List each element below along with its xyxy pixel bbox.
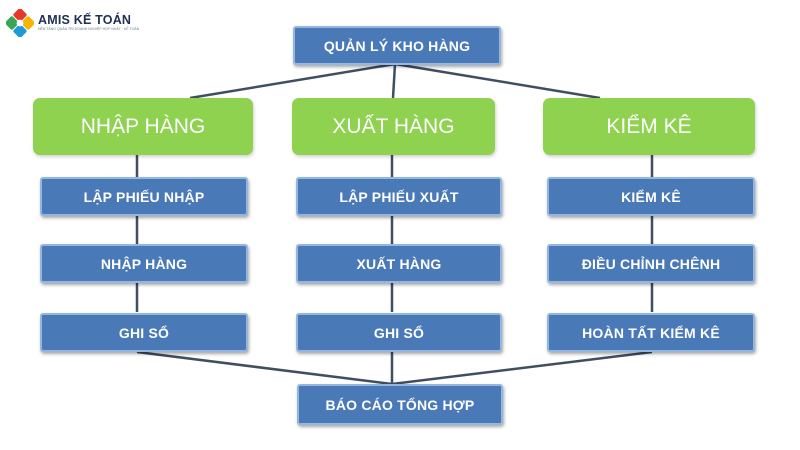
root-box: QUẢN LÝ KHO HÀNG [293,26,501,65]
connector-root-kiem [394,62,601,100]
step-label: LẬP PHIẾU XUẤT [339,188,459,205]
category-xuat-hang: XUẤT HÀNG [292,98,495,155]
step-label: ĐIỀU CHỈNH CHÊNH [581,255,721,272]
step-ghi-so-xuat: GHI SỔ [296,313,502,352]
amis-logo-icon [6,9,34,37]
connector-hoantat-report [391,350,653,386]
connector-ghiso1-report [136,350,393,386]
report-box: BÁO CÁO TỔNG HỢP [297,384,503,425]
logo-tagline: NỀN TẢNG QUẢN TRỊ DOANH NGHIỆP HỢP NHẤT … [38,27,140,31]
category-label: KIỂM KÊ [606,114,692,138]
step-label: KIỂM KÊ [621,188,681,205]
step-label: GHI SỔ [118,324,170,341]
step-lap-phieu-xuat: LẬP PHIẾU XUẤT [296,177,502,216]
step-label: HOÀN TẤT KIỂM KÊ [582,324,720,341]
step-label: LẬP PHIẾU NHẬP [83,188,205,205]
step-xuat-hang: XUẤT HÀNG [296,244,502,283]
step-kiem-ke: KIỂM KÊ [547,177,755,216]
report-label: BÁO CÁO TỔNG HỢP [325,396,475,413]
category-nhap-hang: NHẬP HÀNG [33,98,253,155]
step-dieu-chinh-chenh: ĐIỀU CHỈNH CHÊNH [547,244,755,283]
step-ghi-so-nhap: GHI SỔ [40,313,248,352]
step-hoan-tat-kiem-ke: HOÀN TẤT KIỂM KÊ [547,313,755,352]
category-kiem-ke: KIỂM KÊ [543,98,755,155]
step-label: GHI SỔ [373,324,425,341]
amis-logo: AMIS KẾ TOÁN NỀN TẢNG QUẢN TRỊ DOANH NGH… [6,6,139,40]
step-lap-phieu-nhap: LẬP PHIẾU NHẬP [40,177,248,216]
category-label: XUẤT HÀNG [332,114,455,138]
connector-root-nhap [189,62,396,100]
step-label: XUẤT HÀNG [356,255,442,272]
logo-title: AMIS KẾ TOÁN [38,13,132,27]
root-label: QUẢN LÝ KHO HÀNG [323,37,471,54]
step-nhap-hang: NHẬP HÀNG [40,244,248,283]
connector-root-xuat [391,63,397,99]
category-label: NHẬP HÀNG [80,114,206,138]
step-label: NHẬP HÀNG [100,255,188,272]
